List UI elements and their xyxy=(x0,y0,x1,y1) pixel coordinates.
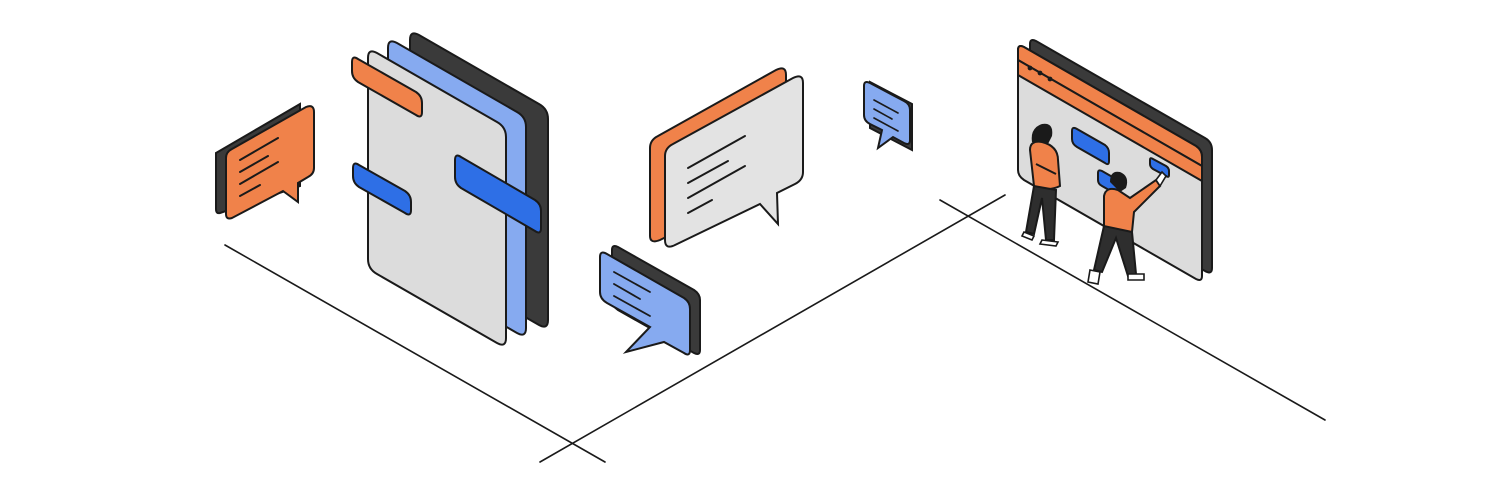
chat-bubble-icon xyxy=(215,102,315,220)
chat-bubble-icon xyxy=(863,80,913,152)
ground-line-left xyxy=(224,244,606,463)
chat-bubble-icon xyxy=(649,67,804,248)
ground-line-right xyxy=(939,199,1326,421)
person-icon xyxy=(1020,123,1062,247)
ground-line-middle xyxy=(539,194,1006,463)
person-icon xyxy=(1087,170,1168,285)
browser-window-icon xyxy=(1017,39,1213,281)
document-stack-icon xyxy=(351,32,549,346)
ground-lines xyxy=(224,194,1326,463)
chat-bubble-icon xyxy=(599,245,701,356)
